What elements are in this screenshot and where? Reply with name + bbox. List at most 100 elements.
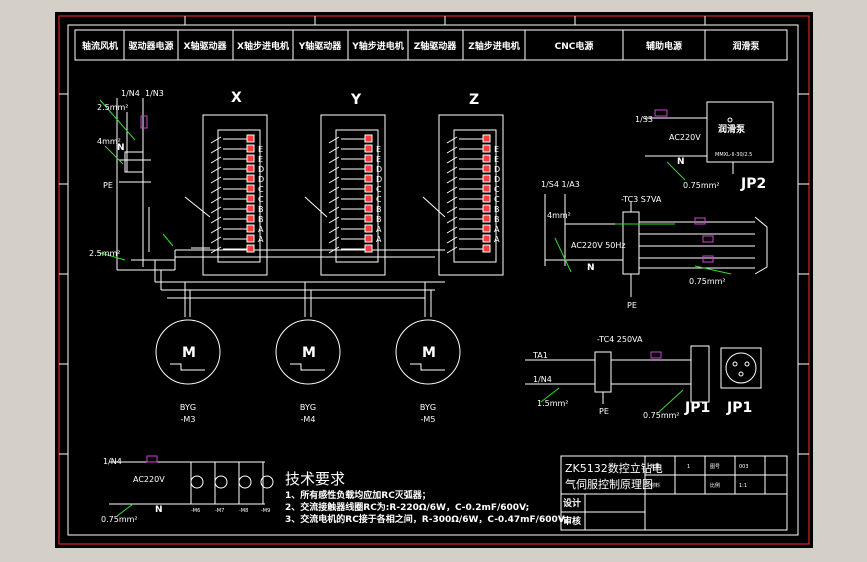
qty-value: 1 [687, 464, 690, 470]
terminal-pin [246, 244, 255, 253]
terminal-pin [364, 204, 373, 213]
outer-border [58, 15, 810, 545]
terminal-switch [210, 146, 222, 154]
terminal-pin [364, 184, 373, 193]
header-cell: Z轴步进电机 [468, 40, 520, 52]
terminal-switch [210, 156, 222, 164]
motor-label: -M5 [421, 415, 436, 424]
material-label: 材料 [650, 482, 660, 489]
qty-label: 数量 [650, 463, 660, 470]
terminal-switch [210, 216, 222, 224]
pump-circuit [645, 101, 774, 181]
connector-jp1: JP1 [684, 400, 710, 416]
scale-label: 比例 [710, 482, 720, 489]
cnc-pe: PE [627, 301, 637, 310]
terminal-switch [446, 226, 458, 234]
terminal-letter: E [494, 145, 499, 154]
terminal-letter: D [258, 165, 264, 174]
fan-label: -M9 [261, 508, 270, 514]
notes-item: 1、所有感性负载均应加RC灭弧器； [285, 489, 431, 501]
connector-jp2: JP2 [740, 176, 766, 192]
terminal-pin [246, 234, 255, 243]
terminal-switch [328, 246, 340, 254]
header-cell: 润滑泵 [732, 40, 760, 52]
terminal-letter: A [376, 225, 382, 234]
motor-symbols [155, 319, 461, 385]
notes-item: 2、交流接触器线圈RC为:R-220Ω/6W，C-0.2mF/600V; [285, 501, 529, 513]
header-cell: X轴驱动器 [184, 40, 228, 52]
terminal-switch [328, 166, 340, 174]
terminal-pin [246, 214, 255, 223]
terminal-letter: B [376, 205, 382, 214]
terminal-pin [482, 204, 491, 213]
terminal-pin [364, 224, 373, 233]
terminal-letter: A [376, 235, 382, 244]
terminal-switch [328, 156, 340, 164]
motor-label: BYG [300, 403, 316, 412]
terminal-switch [328, 146, 340, 154]
terminal-switch [328, 216, 340, 224]
terminal-letter: E [376, 155, 381, 164]
terminal-switch [446, 216, 458, 224]
terminal-pin [364, 194, 373, 203]
motor-label: -M3 [181, 415, 196, 424]
terminal-pin [482, 184, 491, 193]
terminal-pin [482, 244, 491, 253]
terminal-switch [446, 156, 458, 164]
terminal-pin [246, 154, 255, 163]
terminal-switch [328, 136, 340, 144]
drawing-sheet: 轴流风机 驱动器电源 X轴驱动器 X轴步进电机 Y轴驱动器 Y轴步进电机 Z轴驱… [55, 12, 813, 548]
terminal-letter: A [494, 235, 500, 244]
terminal-pin [246, 204, 255, 213]
fan-label: -M8 [239, 508, 248, 514]
margin-ticks [59, 16, 809, 455]
terminal-pin [482, 174, 491, 183]
terminal-letter: C [258, 185, 264, 194]
terminal-letter: E [494, 155, 499, 164]
terminal-pin [482, 194, 491, 203]
terminal-pin [364, 214, 373, 223]
supply-line-l1: 1/N4 [121, 89, 140, 98]
terminal-switch [446, 206, 458, 214]
terminal-pin [246, 164, 255, 173]
terminal-pin [364, 244, 373, 253]
pe-label: PE [103, 181, 113, 190]
terminal-pin [246, 184, 255, 193]
terminal-pin [364, 164, 373, 173]
terminal-letter: E [258, 145, 263, 154]
terminal-pin [246, 134, 255, 143]
header-cell: 辅助电源 [646, 40, 682, 52]
terminal-letter: C [376, 185, 382, 194]
terminal-switch [328, 186, 340, 194]
header-cell: 驱动器电源 [128, 40, 173, 52]
cnc-transformer: -TC3 S7VA [621, 195, 662, 204]
terminal-switch [328, 196, 340, 204]
axis-label-x: X [231, 90, 242, 106]
title-line-1: ZK5132数控立钻电 [565, 461, 663, 475]
terminal-switch [210, 186, 222, 194]
terminal-letter: B [494, 215, 500, 224]
wire-size-label: 2.5mm² [89, 249, 121, 258]
terminal-letter: D [258, 175, 264, 184]
wire-size-label: 4mm² [97, 137, 121, 146]
design-label: 设计 [563, 497, 581, 509]
connector-jp1-face: JP1 [726, 400, 752, 416]
header-cell: Y轴驱动器 [298, 40, 343, 52]
terminal-letter: E [376, 145, 381, 154]
header-band [74, 29, 788, 61]
neutral-label: N [117, 143, 125, 153]
terminal-letter: D [376, 175, 382, 184]
fan-label: -M6 [191, 508, 200, 514]
terminal-letter: D [494, 165, 500, 174]
terminal-pin [364, 174, 373, 183]
schematic-canvas: 轴流风机 驱动器电源 X轴驱动器 X轴步进电机 Y轴驱动器 Y轴步进电机 Z轴驱… [58, 15, 810, 545]
motor-symbol: M [182, 345, 196, 361]
terminal-switch [446, 236, 458, 244]
terminal-letter: A [258, 225, 264, 234]
pump-voltage: AC220V [669, 133, 701, 142]
aux-line-l2: 1/N4 [533, 375, 552, 384]
left-supply-circuit [96, 98, 175, 271]
driver-panels [184, 114, 504, 276]
terminal-letter: E [258, 155, 263, 164]
terminal-letter: B [258, 215, 264, 224]
